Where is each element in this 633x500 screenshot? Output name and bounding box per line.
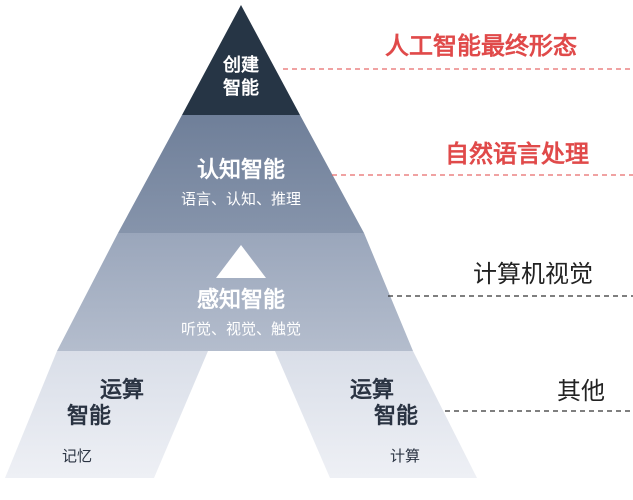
tier-cognitive-shape [118, 115, 364, 233]
computational-right-title-line1: 运算 [350, 378, 395, 403]
tier-computational-left-label: 运算 智能 [62, 378, 162, 431]
tier-top-label: 创建 智能 [206, 55, 276, 100]
tier-cognitive-label: 认知智能 语言、认知、推理 [141, 158, 341, 208]
pyramid-inner-notch [216, 245, 266, 278]
tier-cognitive-title: 认知智能 [196, 158, 285, 183]
computational-left-title-line1: 运算 [99, 378, 144, 403]
tier-perceptual-label: 感知智能 听觉、视觉、触觉 [141, 288, 341, 338]
side-label-computational: 其他 [557, 377, 605, 405]
tier-computational-right-label: 运算 智能 [340, 378, 440, 431]
computational-right-title-line2: 智能 [374, 404, 419, 430]
side-label-perceptual: 计算机视觉 [473, 260, 593, 288]
tier-computational-left-shape [5, 351, 208, 478]
side-label-cognitive: 自然语言处理 [445, 140, 589, 168]
computational-left-title-line2: 智能 [67, 404, 112, 430]
tier-top-title-line1: 创建 [223, 55, 259, 76]
side-label-top: 人工智能最终形态 [385, 32, 577, 60]
computational-left-subtitle: 记忆 [62, 447, 93, 465]
tier-perceptual-shape [57, 233, 413, 351]
tier-perceptual-title: 感知智能 [196, 288, 285, 313]
tier-computational-right-shape [275, 351, 477, 478]
tier-top-title-line2: 智能 [223, 77, 259, 99]
tier-top-shape [182, 5, 300, 115]
tier-cognitive-subtitle: 语言、认知、推理 [180, 190, 301, 209]
computational-right-subtitle: 计算 [390, 447, 421, 465]
tier-perceptual-subtitle: 听觉、视觉、触觉 [180, 320, 301, 339]
